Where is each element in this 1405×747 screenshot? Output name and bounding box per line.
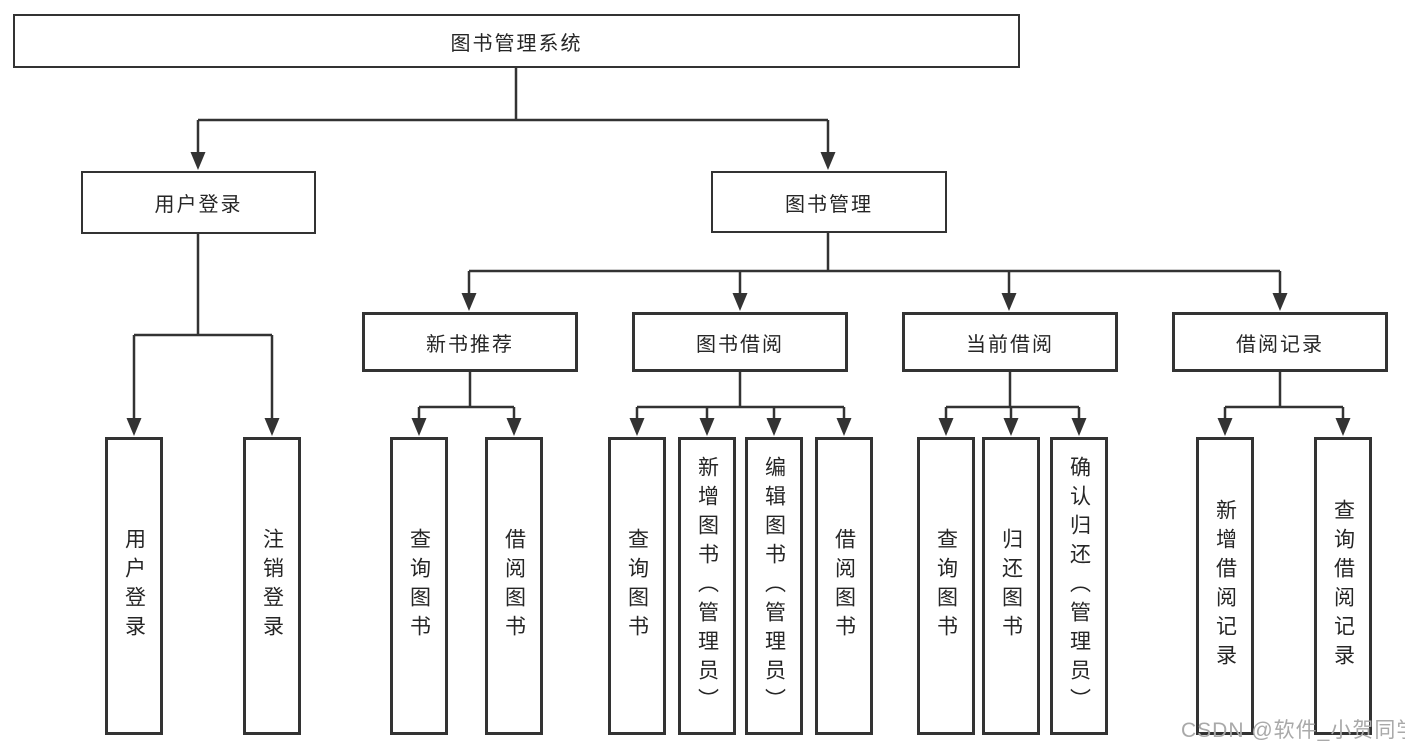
node-library-system: 图书管理系统 — [13, 14, 1020, 68]
leaf-add-borrow-record: 新增借阅记录 — [1196, 437, 1254, 735]
node-label: 用户登录 — [122, 528, 146, 644]
node-label: 编辑图书（管理员） — [762, 455, 786, 717]
csdn-watermark: CSDN @软件_小贺同学 — [1181, 719, 1405, 742]
node-new-book-recommend: 新书推荐 — [362, 312, 578, 372]
leaf-borrow-books-recommend: 借阅图书 — [485, 437, 543, 735]
node-label: 新增借阅记录 — [1213, 499, 1237, 673]
node-label: 图书借阅 — [696, 333, 784, 356]
node-current-borrowing: 当前借阅 — [902, 312, 1118, 372]
node-label: 借阅记录 — [1236, 333, 1324, 356]
node-label: 归还图书 — [999, 528, 1023, 644]
node-label: 图书管理系统 — [450, 32, 583, 55]
node-label: 借阅图书 — [832, 528, 856, 644]
node-label: 图书管理 — [785, 193, 873, 216]
node-label: 新增图书（管理员） — [695, 455, 719, 717]
node-book-management: 图书管理 — [711, 171, 947, 233]
node-user-login: 用户登录 — [81, 171, 316, 234]
leaf-logout: 注销登录 — [243, 437, 301, 735]
node-label: 新书推荐 — [426, 333, 514, 356]
leaf-edit-book-admin: 编辑图书（管理员） — [745, 437, 803, 735]
leaf-borrow-books: 借阅图书 — [815, 437, 873, 735]
leaf-query-borrow-record: 查询借阅记录 — [1314, 437, 1372, 735]
node-label: 确认归还（管理员） — [1067, 455, 1091, 717]
leaf-confirm-return-admin: 确认归还（管理员） — [1050, 437, 1108, 735]
leaf-user-login: 用户登录 — [105, 437, 163, 735]
node-borrowing-records: 借阅记录 — [1172, 312, 1388, 372]
node-book-borrowing: 图书借阅 — [632, 312, 848, 372]
leaf-return-book: 归还图书 — [982, 437, 1040, 735]
node-label: 查询图书 — [625, 528, 649, 644]
node-label: 当前借阅 — [966, 333, 1054, 356]
leaf-query-books-current: 查询图书 — [917, 437, 975, 735]
leaf-query-books-borrowing: 查询图书 — [608, 437, 666, 735]
leaf-add-book-admin: 新增图书（管理员） — [678, 437, 736, 735]
node-label: 借阅图书 — [502, 528, 526, 644]
leaf-query-books-recommend: 查询图书 — [390, 437, 448, 735]
node-label: 注销登录 — [260, 528, 284, 644]
node-label: 用户登录 — [154, 194, 243, 216]
node-label: 查询图书 — [407, 528, 431, 644]
node-label: 查询借阅记录 — [1331, 499, 1355, 673]
node-label: 查询图书 — [934, 528, 958, 644]
arrowhead-icons — [126, 152, 1351, 436]
